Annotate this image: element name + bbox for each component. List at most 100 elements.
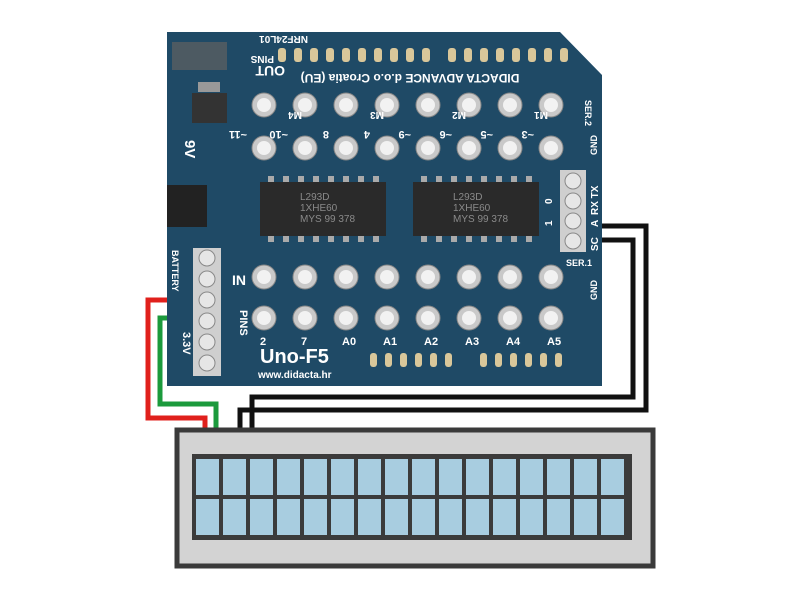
chip <box>260 182 386 236</box>
serial-1-label: 1 <box>544 220 555 226</box>
header-pin <box>480 353 487 367</box>
ser2-gnd: GND <box>589 135 599 156</box>
chip-text: MYS 99 378 <box>300 214 355 225</box>
battery-label: BATTERY <box>170 250 180 292</box>
pad-hole <box>380 311 394 325</box>
chip-text: MYS 99 378 <box>453 214 508 225</box>
pad-hole <box>544 270 558 284</box>
in-pin-label: A1 <box>383 336 397 348</box>
screw <box>564 192 582 210</box>
pad-hole <box>421 98 435 112</box>
header-pin <box>370 353 377 367</box>
chip-text: 1XHE60 <box>453 203 491 214</box>
voltage-regulator <box>192 93 227 123</box>
lcd-cell <box>439 499 462 535</box>
chip-leg <box>373 176 379 182</box>
lcd-cell <box>439 459 462 495</box>
chip-leg <box>328 176 334 182</box>
lcd-cell <box>574 459 597 495</box>
lcd-cell <box>304 459 327 495</box>
pad-hole <box>462 141 476 155</box>
lcd-cell <box>493 499 516 535</box>
chip-leg <box>313 176 319 182</box>
header-pin <box>448 48 456 62</box>
header-pin <box>400 353 407 367</box>
serial-sc-label: SC <box>590 237 601 251</box>
header-pin <box>496 48 504 62</box>
lcd-cell <box>358 459 381 495</box>
chip-leg <box>466 176 472 182</box>
header-pin <box>430 353 437 367</box>
lcd-cell <box>223 499 246 535</box>
lcd-cell <box>574 499 597 535</box>
pad-hole <box>298 98 312 112</box>
in-pin-label: A5 <box>547 336 561 348</box>
in-pin-label: A4 <box>506 336 521 348</box>
serial-a-label: A <box>590 220 601 227</box>
chip-text: L293D <box>300 192 329 203</box>
pad-hole <box>339 270 353 284</box>
chip-leg <box>496 176 502 182</box>
lcd-cell <box>250 499 273 535</box>
chip-leg <box>268 176 274 182</box>
lcd-cell <box>466 459 489 495</box>
header-pin <box>495 353 502 367</box>
chip-leg <box>421 176 427 182</box>
pins-vertical-label: PINS <box>237 310 249 336</box>
chip-leg <box>283 176 289 182</box>
screw <box>564 232 582 250</box>
bottom-header-pins <box>370 353 562 367</box>
pad-hole <box>257 311 271 325</box>
lcd-cell <box>331 499 354 535</box>
pad-hole <box>339 98 353 112</box>
chip-leg <box>451 236 457 242</box>
header-pin <box>544 48 552 62</box>
pad-hole <box>257 141 271 155</box>
chip-leg <box>526 236 532 242</box>
pad-hole <box>339 311 353 325</box>
serial-0-label: 0 <box>544 198 555 204</box>
dc-jack <box>167 185 207 227</box>
ser2-label: SER.2 <box>583 100 593 126</box>
chip-leg <box>436 176 442 182</box>
header-pin <box>445 353 452 367</box>
pad-hole <box>339 141 353 155</box>
pad-hole <box>421 141 435 155</box>
lcd-cell <box>520 499 543 535</box>
out-label: OUT <box>255 63 285 79</box>
chip-leg <box>298 176 304 182</box>
lcd-cell <box>358 499 381 535</box>
regulator-tab <box>198 82 220 92</box>
screw <box>564 212 582 230</box>
chip-leg <box>451 176 457 182</box>
serial-rx-tx-label: RX TX <box>590 185 601 215</box>
out-pin-label: ~11 <box>229 128 247 140</box>
out-pin-label: ~5 <box>480 128 493 140</box>
pad-hole <box>462 311 476 325</box>
lcd-cell <box>412 499 435 535</box>
screw <box>198 333 216 351</box>
chip-leg <box>436 236 442 242</box>
header-pin <box>480 48 488 62</box>
lcd-cell <box>223 459 246 495</box>
out-pin-label: ~10 <box>269 128 288 140</box>
pins-label: PINS <box>250 53 274 64</box>
manufacturer-label: DIDACTA ADVANCE d.o.o Croatia (EU) <box>301 71 520 85</box>
lcd-cell <box>601 459 624 495</box>
pad-hole <box>421 311 435 325</box>
chip <box>413 182 539 236</box>
pad-hole <box>544 98 558 112</box>
pad-hole <box>380 98 394 112</box>
lcd-cell <box>331 459 354 495</box>
header-pin <box>326 48 334 62</box>
pad-hole <box>257 98 271 112</box>
board-name: Uno-F5 <box>260 346 329 368</box>
header-pin <box>525 353 532 367</box>
chip-leg <box>481 176 487 182</box>
chip-leg <box>283 236 289 242</box>
chip-leg <box>373 236 379 242</box>
lcd-cells <box>196 459 624 535</box>
lcd-cell <box>250 459 273 495</box>
